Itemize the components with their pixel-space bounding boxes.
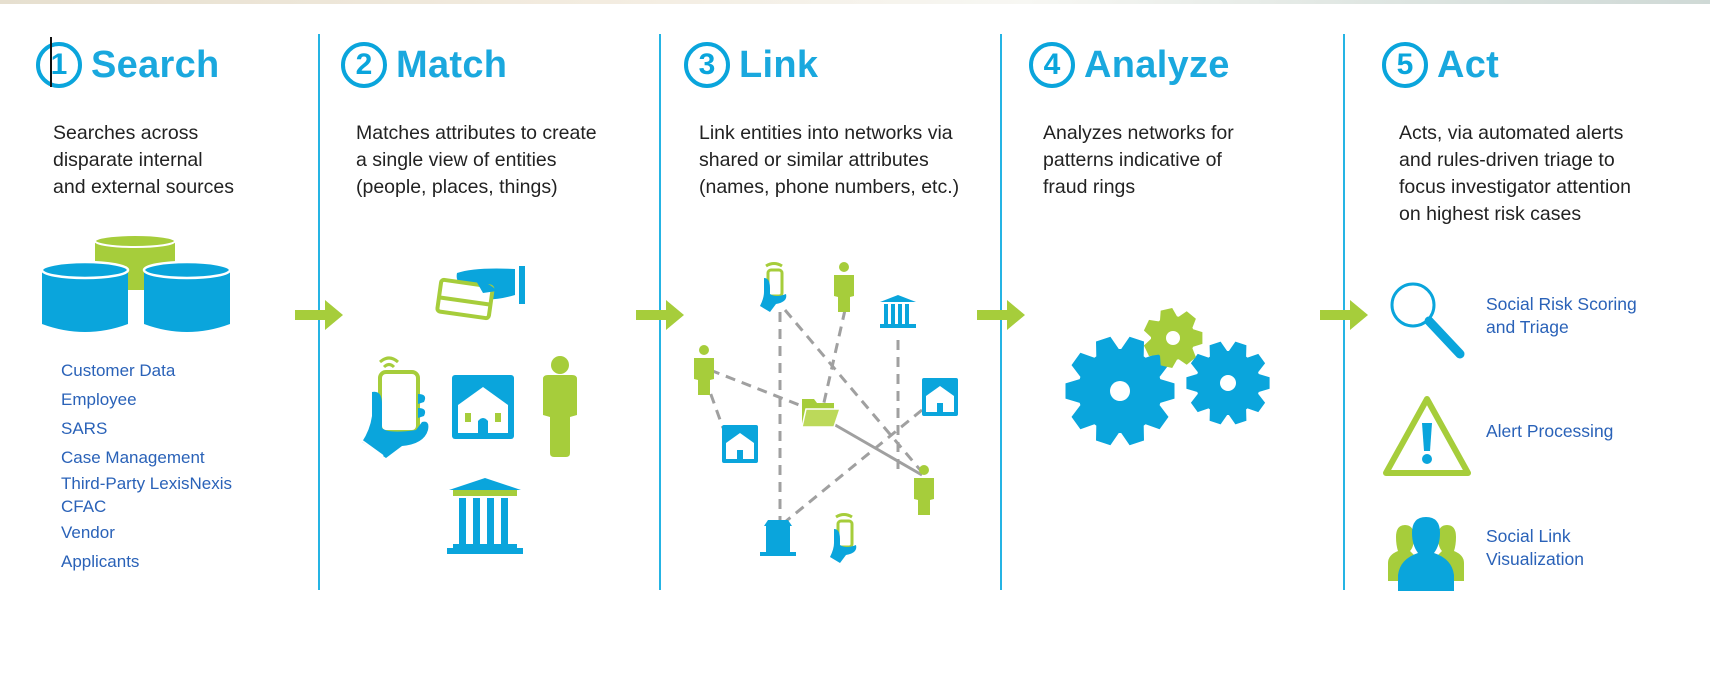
step-4-header: 4 Analyze <box>1029 38 1230 92</box>
entity-network-diagram <box>694 262 958 563</box>
data-source-item: Employee <box>61 390 137 409</box>
hand-smartphone-icon <box>360 356 429 458</box>
gear-hole <box>1166 331 1180 345</box>
step-title: Analyze <box>1084 43 1230 86</box>
action-label: Social Link Visualization <box>1486 526 1584 569</box>
step-3-header: 3 Link <box>684 38 818 92</box>
step-number-badge: 1 <box>36 42 82 88</box>
bank-building-icon <box>880 295 916 328</box>
data-source-item: Customer Data <box>61 361 176 380</box>
step-title: Match <box>396 43 508 86</box>
action-label: Alert Processing <box>1486 421 1614 441</box>
arrow-right-icon <box>977 300 1025 330</box>
step-number-badge: 4 <box>1029 42 1075 88</box>
data-source-item: Applicants <box>61 552 140 571</box>
bank-building-icon <box>760 520 796 556</box>
step-2-header: 2 Match <box>341 38 507 92</box>
house-icon <box>922 378 958 416</box>
step-title: Act <box>1437 43 1500 86</box>
hand-smartphone-icon <box>760 262 787 312</box>
data-source-item: Vendor <box>61 523 115 542</box>
gear-hole <box>1110 381 1130 401</box>
arrow-right-icon <box>295 300 343 330</box>
folder-icon <box>801 399 842 428</box>
step-number-badge: 5 <box>1382 42 1428 88</box>
person-icon <box>914 465 934 515</box>
gears-icon <box>1065 308 1270 446</box>
data-source-item: SARS <box>61 419 108 438</box>
step-description: Searches across disparate internal and e… <box>53 122 235 198</box>
magnifying-glass-icon <box>1390 282 1465 359</box>
step-description: Analyzes networks for patterns indicativ… <box>1043 122 1234 198</box>
step-number-badge: 3 <box>684 42 730 88</box>
bank-building-icon <box>447 478 523 554</box>
step-title: Search <box>91 43 220 86</box>
arrow-right-icon <box>636 300 684 330</box>
warning-triangle-icon <box>1383 396 1471 476</box>
step-description: Acts, via automated alerts and rules-dri… <box>1399 122 1631 225</box>
person-icon <box>834 262 854 312</box>
gear-icon <box>1065 336 1175 446</box>
hand-credit-card-icon <box>435 266 525 321</box>
text-cursor <box>50 37 52 87</box>
person-icon <box>543 356 577 457</box>
step-number-badge: 2 <box>341 42 387 88</box>
arrow-right-icon <box>1320 300 1368 330</box>
database-cylinders-icon <box>40 234 232 332</box>
gear-icon <box>1186 341 1270 425</box>
network-link-solid <box>829 420 923 477</box>
step-5-header: 5 Act <box>1382 38 1499 92</box>
step-1-header: 1 Search <box>36 38 220 92</box>
step-description: Matches attributes to create a single vi… <box>356 122 597 198</box>
hand-smartphone-icon <box>830 513 857 563</box>
action-label: Social Risk Scoring and Triage <box>1486 294 1637 337</box>
top-band <box>0 0 1710 4</box>
data-source-item: Case Management <box>61 448 205 467</box>
person-icon <box>694 345 714 395</box>
step-title: Link <box>739 43 819 86</box>
network-links <box>703 309 929 524</box>
house-icon <box>452 375 514 439</box>
gear-icon <box>1143 308 1203 368</box>
step-description: Link entities into networks via shared o… <box>699 122 960 198</box>
data-source-list: Customer Data Employee SARS Case Managem… <box>61 356 232 576</box>
gear-hole <box>1220 375 1236 391</box>
house-icon <box>722 425 758 463</box>
people-group-icon <box>1388 517 1464 591</box>
data-source-item: CFAC <box>61 497 107 516</box>
data-source-item: Third-Party LexisNexis <box>61 474 232 493</box>
